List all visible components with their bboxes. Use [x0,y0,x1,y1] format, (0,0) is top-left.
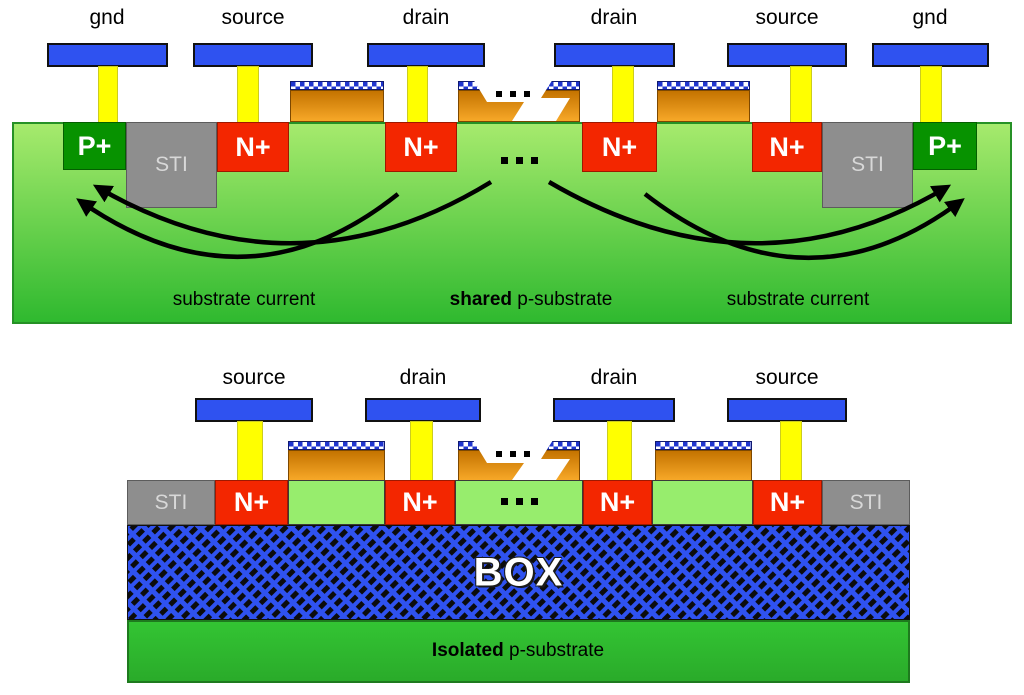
substrate-current-label-right: substrate current [726,289,870,310]
contact-via [780,421,802,481]
shared-substrate-label: shared p-substrate [449,289,613,310]
terminal-label-gnd-right: gnd [912,6,948,29]
terminal-label-drain-right: drain [590,366,638,389]
body-region [288,480,385,525]
metal-contact [553,398,675,422]
box-label: BOX [473,550,564,594]
gate-stack [655,441,752,481]
region-n-plus: N+ [752,122,822,172]
terminal-label-source-right: source [755,366,819,389]
gate-silicide-cap [458,81,580,90]
metal-contact [727,43,847,67]
terminal-label-gnd-left: gnd [89,6,125,29]
metal-contact [554,43,675,67]
region-sti: STI [822,122,913,208]
gate-poly [458,90,580,122]
ellipsis [501,498,538,505]
contact-via [407,66,428,123]
region-sti: STI [127,480,215,525]
box-layer: BOX [127,525,910,620]
terminal-label-source-left: source [221,6,285,29]
gate-stack [288,441,385,481]
region-n-plus: N+ [582,122,657,172]
gate-poly [657,90,750,122]
metal-contact [367,43,485,67]
terminal-label-drain-left: drain [402,6,450,29]
contact-via [607,421,632,481]
metal-contact [872,43,989,67]
metal-contact [195,398,313,422]
contact-via [237,421,263,481]
region-n-plus: N+ [385,122,457,172]
isolated-substrate-label: Isolated p-substrate [431,640,605,661]
contact-via [612,66,634,123]
region-n-plus: N+ [753,480,822,525]
contact-via [98,66,118,123]
gate-silicide-cap [657,81,750,90]
metal-contact [727,398,847,422]
contact-via [237,66,259,123]
region-n-plus: N+ [215,480,288,525]
gate-poly [458,450,580,481]
gate-stack [657,81,750,122]
region-p-plus: P+ [63,122,126,170]
gate-poly [290,90,384,122]
body-region [652,480,753,525]
gate-poly [655,450,752,481]
region-sti: STI [126,122,217,208]
terminal-label-drain-right: drain [590,6,638,29]
gate-stack-broken [458,441,580,481]
terminal-label-source-right: source [755,6,819,29]
contact-via [410,421,433,481]
gate-silicide-cap [655,441,752,450]
terminal-label-source-left: source [222,366,286,389]
gate-stack [290,81,384,122]
gate-poly [288,450,385,481]
region-n-plus: N+ [583,480,652,525]
region-n-plus: N+ [217,122,289,172]
ellipsis [501,157,538,164]
gate-silicide-cap [288,441,385,450]
metal-contact [47,43,168,67]
region-n-plus: N+ [385,480,455,525]
gate-silicide-cap [290,81,384,90]
metal-contact [193,43,313,67]
metal-contact [365,398,481,422]
contact-via [920,66,942,123]
contact-via [790,66,812,123]
region-sti: STI [822,480,910,525]
box-hatch-pattern [128,526,909,619]
terminal-label-drain-left: drain [399,366,447,389]
region-p-plus: P+ [913,122,977,170]
isolated-p-substrate [127,620,910,683]
substrate-current-label-left: substrate current [172,289,316,310]
gate-stack-broken [458,81,580,122]
gate-silicide-cap [458,441,580,450]
